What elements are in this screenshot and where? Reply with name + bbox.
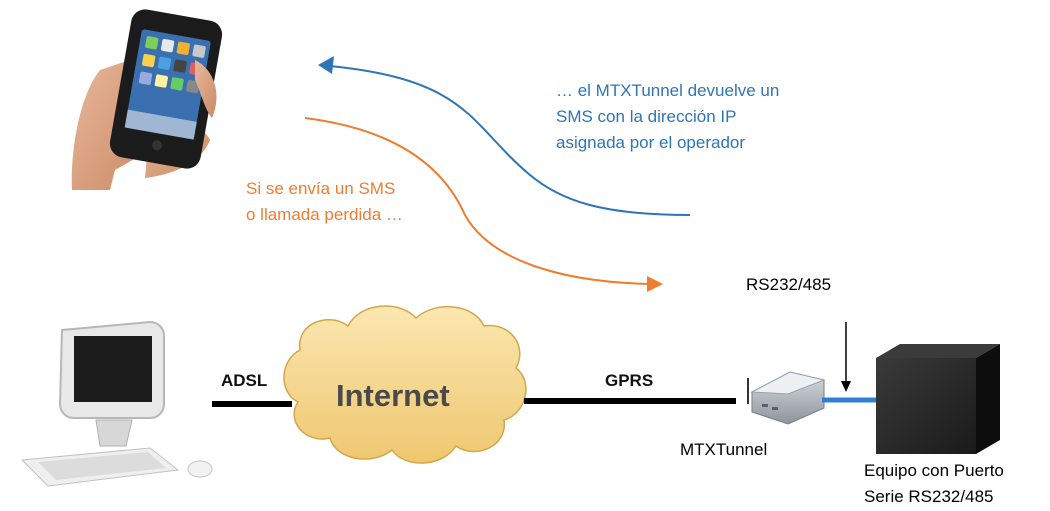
gprs-label: GPRS <box>605 371 654 390</box>
sms-reply-callout: … el MTXTunnel devuelve un SMS con la di… <box>556 78 779 156</box>
internet-cloud <box>283 305 527 464</box>
sms-reply-line-2: SMS con la dirección IP <box>556 107 737 126</box>
desktop-computer-image <box>20 320 213 487</box>
serial-port-pointer-arrowhead <box>841 381 851 392</box>
mtxtunnel-modem-image <box>747 371 826 425</box>
equipment-label-line-2: Serie RS232/485 <box>864 487 994 506</box>
adsl-label: ADSL <box>221 371 268 390</box>
sms-reply-arrow <box>329 65 691 216</box>
sms-send-callout: Si se envía un SMS o llamada perdida … <box>246 176 403 228</box>
sms-send-arrowhead <box>647 276 663 292</box>
equipment-label: Equipo con Puerto Serie RS232/485 <box>864 458 1004 510</box>
sms-reply-line-1: … el MTXTunnel devuelve un <box>556 81 780 100</box>
mtxtunnel-label: MTXTunnel <box>680 440 768 459</box>
internet-label: Internet <box>336 378 450 413</box>
sms-send-line-1: Si se envía un SMS <box>246 179 396 198</box>
sms-send-line-2: o llamada perdida … <box>246 205 403 224</box>
equipment-label-line-1: Equipo con Puerto <box>864 461 1004 480</box>
sms-reply-arrowhead <box>318 56 334 74</box>
sms-send-arrow <box>304 117 651 285</box>
serial-equipment-cube <box>876 344 1000 454</box>
sms-reply-line-3: asignada por el operador <box>556 133 746 152</box>
smartphone-in-hand-image <box>71 9 223 190</box>
serial-port-label: RS232/485 <box>746 275 832 294</box>
